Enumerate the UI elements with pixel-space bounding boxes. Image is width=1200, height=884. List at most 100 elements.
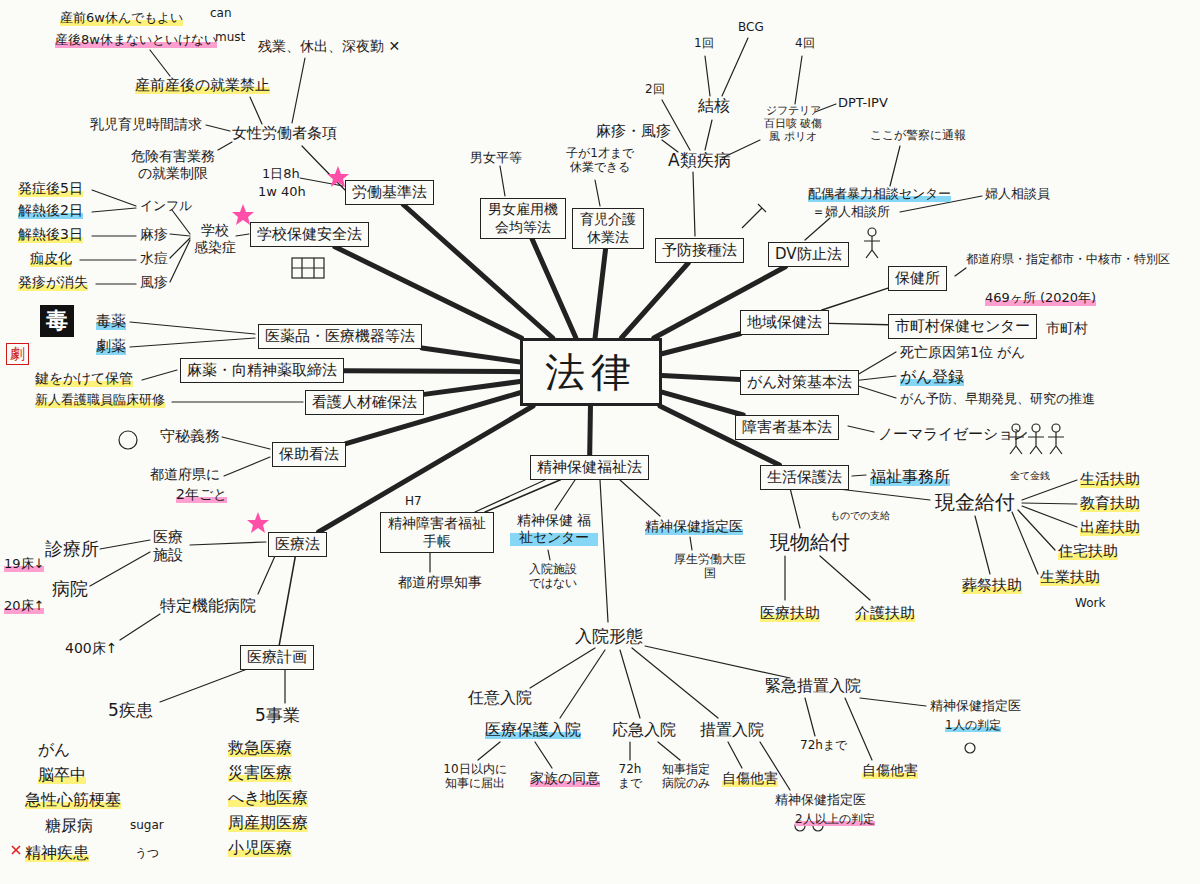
node-text: 精神障害者福祉手帳 — [387, 515, 487, 550]
note-label: 都道府県・指定都市・中核市・特別区 — [966, 252, 1170, 266]
node-text: 予防接種法 — [662, 241, 737, 260]
node-text: がん対策基本法 — [747, 373, 852, 392]
note-label: 学校 感染症 — [192, 222, 238, 256]
note-label: 生業扶助 — [1040, 568, 1100, 586]
note-label: 知事指定 病院のみ — [660, 762, 712, 791]
law-box: DV防止法 — [768, 242, 849, 267]
note-label: がん — [38, 740, 70, 759]
node-text: 保助看法 — [279, 445, 339, 464]
note-label: 産前産後の就業禁止 — [135, 76, 270, 94]
note-label: 都道府県に — [150, 466, 220, 483]
note-label: 毒薬 — [96, 312, 126, 330]
node-text: 労働基準法 — [352, 183, 427, 202]
law-box: 予防接種法 — [655, 238, 744, 263]
note-label: 自傷他害 — [722, 770, 778, 787]
note-label: 脳卒中 — [38, 765, 86, 784]
node-text: 学校保健安全法 — [257, 225, 362, 244]
note-label: 精神保健 福祉センター — [510, 512, 598, 546]
note-label: 発症後5日 — [18, 180, 83, 197]
note-label: A類疾病 — [668, 150, 731, 170]
note-label: 糖尿病 — [45, 816, 93, 835]
note-label: 入院施設 ではない — [525, 562, 580, 591]
note-label: 緊急措置入院 — [765, 676, 861, 695]
note-label: 風疹 — [140, 274, 168, 291]
node-text: 法律 — [545, 347, 637, 397]
central-box: 法律 — [520, 338, 662, 406]
note-label: 20床↑ — [4, 598, 44, 614]
note-label: 教育扶助 — [1080, 494, 1140, 512]
node-text: 市町村保健センター — [895, 317, 1030, 336]
spoke-line — [344, 370, 520, 372]
note-label: 10日以内に 知事に届出 — [440, 762, 510, 791]
note-label: うつ — [135, 846, 159, 860]
node-text: 育児介護休業法 — [579, 211, 637, 246]
law-box: 労働基準法 — [345, 180, 434, 205]
node-text: 保健所 — [895, 269, 940, 288]
law-box: がん対策基本法 — [740, 370, 859, 395]
note-label: 福祉事務所 — [870, 467, 950, 486]
note-label: 劇薬 — [96, 337, 126, 355]
note-label: sugar — [130, 818, 164, 832]
note-label: 診療所 — [45, 538, 99, 560]
note-label: 精神疾患 — [25, 843, 89, 862]
note-label: 劇 — [6, 343, 29, 365]
note-label: 水痘 — [140, 250, 168, 267]
note-label: 任意入院 — [468, 688, 532, 707]
note-label: 婦人相談員 — [985, 186, 1050, 202]
law-box: 学校保健安全法 — [250, 222, 369, 247]
note-label: 医療扶助 — [760, 604, 820, 622]
note-label: can — [210, 6, 232, 20]
note-label: 産後8w休まないといけない — [55, 32, 217, 48]
law-box: 精神障害者福祉手帳 — [380, 512, 494, 553]
note-label: 男女平等 — [470, 150, 522, 166]
branch-line — [485, 480, 561, 512]
law-box: 保助看法 — [272, 442, 346, 467]
node-text: 麻薬・向精神薬取締法 — [187, 361, 337, 380]
note-label: H7 — [405, 494, 422, 508]
note-label: 精神保健指定医 — [645, 518, 743, 535]
note-label: 介護扶助 — [855, 604, 915, 622]
node-text: 生活保護法 — [767, 468, 842, 487]
note-label: ジフテリア 百日咳 破傷風 ポリオ — [762, 104, 824, 144]
note-label: ものでの支給 — [830, 510, 890, 522]
note-label: 鍵をかけて保管 — [35, 370, 133, 387]
note-label: Work — [1075, 596, 1105, 610]
note-label: 全て金銭 — [1010, 470, 1050, 482]
note-label: DPT-IPV — [838, 95, 888, 111]
note-label: 医療保護入院 — [485, 720, 581, 739]
note-label: 病院 — [52, 578, 88, 600]
note-label: 死亡原因第1位 がん — [900, 344, 1025, 361]
note-label: 市町村 — [1046, 320, 1088, 337]
branch-line — [829, 323, 888, 324]
note-label: 400床↑ — [65, 640, 117, 657]
note-label: 都道府県知事 — [398, 574, 482, 591]
law-box: 育児介護休業法 — [572, 208, 644, 249]
note-label: 急性心筋梗塞 — [25, 790, 121, 809]
note-label: 新人看護職員臨床研修 — [35, 392, 165, 408]
note-label: 麻疹・風疹 — [596, 122, 671, 140]
note-label: 措置入院 — [700, 720, 764, 739]
note-label: ここが警察に通報 — [870, 128, 966, 142]
law-box: 医薬品・医療機器等法 — [258, 324, 422, 349]
note-label: must — [215, 30, 245, 44]
node-text: DV防止法 — [775, 245, 842, 264]
note-label: 厚生労働大臣 国 — [670, 552, 750, 581]
note-label: BCG — [738, 20, 764, 34]
law-box: 生活保護法 — [760, 465, 849, 490]
note-label: 精神保健指定医 — [775, 792, 866, 808]
law-box: 地域保健法 — [740, 310, 829, 335]
note-label: 周産期医療 — [228, 813, 308, 832]
note-label: 家族の同意 — [530, 770, 600, 787]
node-text: 医療計画 — [247, 648, 307, 667]
node-text: 障害者基本法 — [742, 418, 832, 437]
note-label: 2回 — [645, 82, 665, 96]
node-text: 精神保健福祉法 — [537, 458, 642, 477]
note-label: 1人の判定 — [945, 718, 1001, 732]
law-box: 医療計画 — [240, 645, 314, 670]
note-label: ＝婦人相談所 — [812, 204, 890, 220]
note-label: 守秘義務 — [160, 427, 220, 445]
law-box: 医療法 — [268, 532, 327, 557]
note-label: 2年ごと — [176, 486, 227, 503]
note-label: 麻疹 — [140, 226, 168, 243]
law-box: 保健所 — [888, 266, 947, 291]
